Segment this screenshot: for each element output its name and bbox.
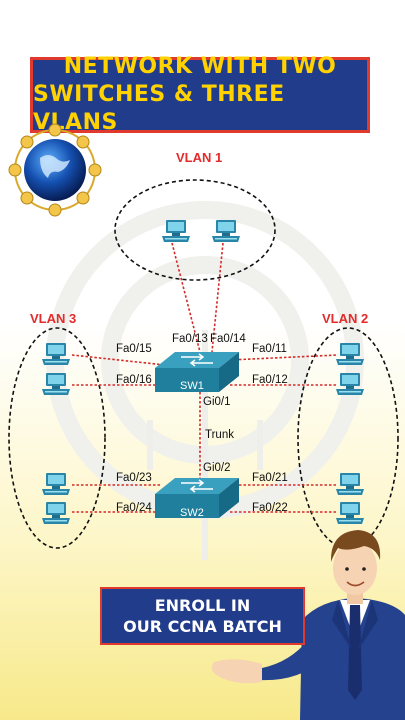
port-label: Gi0/1 xyxy=(203,396,231,408)
sw1-label: SW1 xyxy=(180,380,204,392)
title-line-2: SWITCHES & THREE VLANS xyxy=(33,82,285,135)
port-label: Fa0/24 xyxy=(116,502,152,514)
enroll-button[interactable]: ENROLL IN OUR CCNA BATCH xyxy=(100,587,305,645)
title-banner: NETWORK WITH TWO SWITCHES & THREE VLANS xyxy=(30,54,370,135)
enroll-line-1: ENROLL IN xyxy=(154,596,251,615)
enroll-line-2: OUR CCNA BATCH xyxy=(123,617,282,636)
port-label: Fa0/13 xyxy=(172,333,208,345)
vlan1-group xyxy=(114,179,276,281)
sw2-label: SW2 xyxy=(180,507,204,519)
port-label: Fa0/11 xyxy=(252,343,287,355)
port-label: Fa0/16 xyxy=(116,374,152,386)
vlan2-label: VLAN 2 xyxy=(322,311,368,326)
vlan3-group xyxy=(8,327,106,549)
port-label: Fa0/12 xyxy=(252,374,288,386)
port-label: Fa0/23 xyxy=(116,472,152,484)
port-label: Fa0/22 xyxy=(252,502,288,514)
links xyxy=(71,242,339,513)
port-label: Fa0/21 xyxy=(252,472,288,484)
title-line-1: NETWORK WITH TWO xyxy=(63,54,337,79)
port-label: Fa0/15 xyxy=(116,343,152,355)
vlan1-label: VLAN 1 xyxy=(176,150,222,165)
port-label: Gi0/2 xyxy=(203,462,231,474)
vlan3-label: VLAN 3 xyxy=(30,311,76,326)
trunk-label: Trunk xyxy=(205,429,234,441)
port-label: Fa0/14 xyxy=(210,333,246,345)
